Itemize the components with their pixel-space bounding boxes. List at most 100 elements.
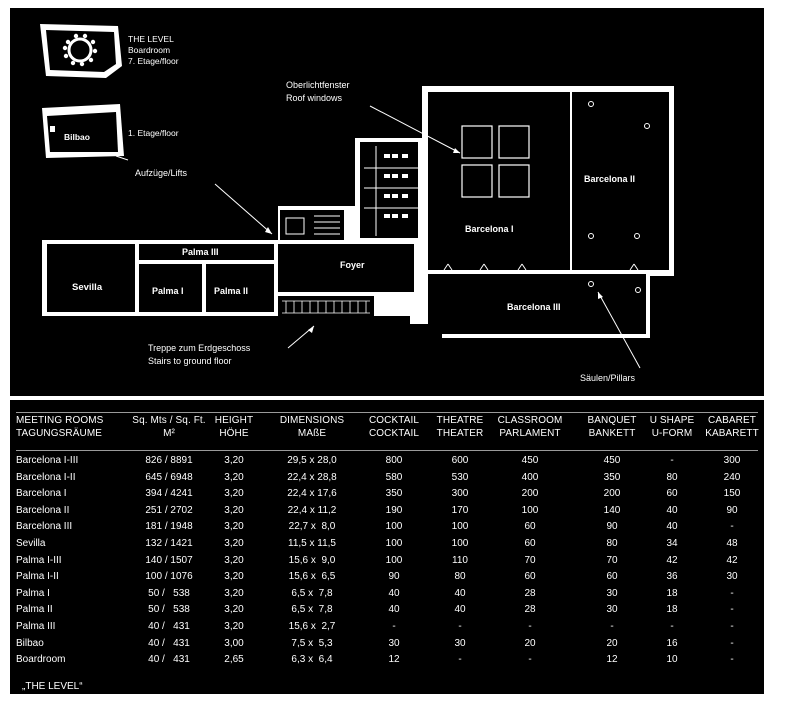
room-name-cell: Barcelona II	[16, 504, 70, 516]
table-cell: 150	[723, 488, 741, 500]
room-name-cell: Palma I-II	[16, 571, 59, 583]
table-cell: 30	[454, 637, 466, 649]
table-cell: 60	[524, 521, 536, 533]
table-header-rule	[16, 450, 758, 451]
header-line: THEATER	[436, 427, 484, 439]
header-line: U-FORM	[651, 427, 693, 439]
room-sevilla	[47, 244, 135, 312]
inset-bilbao: Bilbao 1. Etage/floor	[42, 104, 179, 161]
room-name-cell: Palma II	[16, 604, 53, 616]
table-cell: 450	[521, 455, 539, 466]
table-cell: 60	[666, 488, 678, 500]
table-cell: -	[392, 621, 396, 632]
header-line: DIMENSIONS	[279, 415, 345, 426]
header-dimensions: DIMENSIONS MAßE	[272, 415, 352, 440]
table-cell: 450	[603, 455, 621, 466]
room-barcelona3	[428, 274, 646, 334]
table-cell: 100	[385, 554, 403, 566]
table-cell: 70	[524, 554, 536, 566]
label-pillars: Säulen/Pillars	[580, 373, 636, 383]
header-meeting-rooms: MEETING ROOMS TAGUNGSRÄUME	[16, 415, 103, 440]
table-cell: 34	[666, 538, 678, 549]
table-cell: 16	[666, 637, 678, 649]
header-line: KABARETT	[705, 427, 759, 439]
table-cell: 3,20	[224, 604, 244, 616]
table-cell: 2,65	[224, 654, 244, 666]
table-cell: -	[528, 654, 532, 666]
label-stairs-1: Treppe zum Erdgeschoss	[148, 343, 251, 353]
table-cell: -	[730, 521, 734, 533]
table-cell: 6,5 x 7,8	[291, 587, 333, 599]
table-cell: -	[730, 621, 734, 632]
label-barcelona3: Barcelona III	[507, 302, 561, 312]
header-line: MEETING ROOMS	[16, 415, 104, 426]
table-cell: 200	[521, 488, 539, 500]
table-cell: 100 / 1076	[145, 571, 193, 583]
table-cell: 300	[723, 455, 741, 466]
table-cell: 10	[666, 654, 678, 666]
pillars	[588, 101, 650, 293]
table-cell: 15,6 x 2,7	[288, 621, 336, 632]
header-line: COCKTAIL	[368, 415, 420, 426]
table-cell: -	[730, 604, 734, 616]
table-cell: 60	[524, 538, 536, 549]
table-cell: 350	[603, 471, 621, 483]
header-classroom: CLASSROOM PARLAMENT	[490, 415, 570, 440]
meeting-rooms-table: MEETING ROOMS TAGUNGSRÄUME Sq. Mts / Sq.…	[14, 406, 762, 692]
table-cell: 18	[666, 604, 678, 616]
table-cell: 30	[388, 637, 400, 649]
header-line: HÖHE	[219, 427, 249, 439]
table-cell: 3,20	[224, 554, 244, 566]
table-cell: 300	[451, 488, 469, 500]
table-cell: 3,20	[224, 621, 244, 632]
header-line: M²	[163, 427, 175, 439]
table-cell: 40	[454, 587, 466, 599]
table-cell: 3,00	[224, 637, 244, 649]
header-height: HEIGHT HÖHE	[210, 415, 258, 440]
table-cell: 170	[451, 504, 469, 516]
table-cell: -	[670, 621, 674, 632]
table-cell: 40 / 431	[148, 621, 190, 632]
table-cell: 600	[451, 455, 469, 466]
label-foyer: Foyer	[340, 260, 365, 270]
table-cell: 22,4 x 28,8	[287, 471, 337, 483]
table-cell: 100	[385, 538, 403, 549]
table-cell: 3,20	[224, 455, 244, 466]
header-line: TAGUNGSRÄUME	[16, 427, 103, 439]
table-cell: 48	[726, 538, 738, 549]
table-cell: 3,20	[224, 504, 244, 516]
room-name-cell: Palma I	[16, 587, 50, 599]
table-cell: 100	[451, 521, 469, 533]
room-name-cell: Bilbao	[16, 637, 44, 649]
header-line: MAßE	[297, 427, 327, 439]
table-cell: 60	[606, 571, 618, 583]
header-area: Sq. Mts / Sq. Ft. M²	[122, 415, 216, 440]
label-barcelona2: Barcelona II	[584, 174, 635, 184]
room-name-cell: Palma I-III	[16, 554, 62, 566]
header-line: COCKTAIL	[368, 427, 420, 439]
table-cell: 132 / 1421	[145, 538, 193, 549]
room-name-cell: Palma III	[16, 621, 56, 632]
table-cell: 40	[666, 521, 678, 533]
table-cell: 40	[388, 587, 400, 599]
table-cell: 140 / 1507	[145, 554, 193, 566]
room-palma2	[206, 264, 274, 312]
label-palma1: Palma I	[152, 286, 184, 296]
level-label-3: 7. Etage/floor	[128, 56, 179, 66]
header-line: HEIGHT	[214, 415, 254, 426]
boardroom-table-icon	[62, 33, 98, 67]
table-cell: 80	[606, 538, 618, 549]
label-palma3: Palma III	[182, 247, 219, 257]
label-stairs-2: Stairs to ground floor	[148, 356, 232, 366]
table-cell: 40 / 431	[148, 637, 190, 649]
bilbao-floor-label: 1. Etage/floor	[128, 128, 179, 138]
table-cell: 251 / 2702	[145, 504, 193, 516]
header-line: THEATRE	[436, 415, 484, 426]
venue-sheet: THE LEVEL Boardroom 7. Etage/floor Bilba…	[10, 8, 764, 694]
table-cell: 12	[606, 654, 618, 666]
table-cell: 18	[666, 587, 678, 599]
table-cell: 28	[524, 587, 536, 599]
